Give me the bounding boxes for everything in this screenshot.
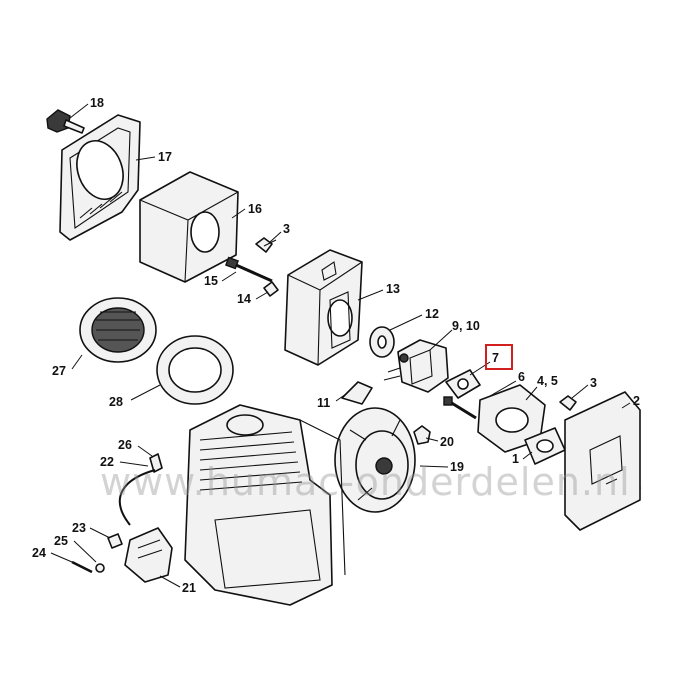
callout-22: 22 xyxy=(100,455,114,469)
callout-27: 27 xyxy=(52,364,66,378)
engine-cylinder xyxy=(184,404,346,606)
part-13-air-box xyxy=(284,249,363,366)
part-11-bracket xyxy=(341,381,373,405)
callout-16: 16 xyxy=(248,202,262,216)
part-26-spark-plug xyxy=(149,453,163,473)
part-14-screw xyxy=(263,281,279,297)
callout-11: 11 xyxy=(317,396,330,410)
part-9-10-carburetor xyxy=(383,339,449,393)
part-12-gasket-ring xyxy=(369,326,395,358)
part-27-round-filter xyxy=(79,297,157,363)
callout-18: 18 xyxy=(90,96,104,110)
part-28-filter-ring xyxy=(156,335,234,405)
callout-3-top: 3 xyxy=(283,222,290,236)
callout-12: 12 xyxy=(425,307,439,321)
part-4-5-manifold xyxy=(477,384,546,453)
part-21-ignition-module xyxy=(124,527,173,583)
callout-15: 15 xyxy=(204,274,218,288)
part-20-nut xyxy=(413,425,431,445)
callout-labels: 18 17 16 3 15 14 13 12 9, 10 7 6 4, 5 3 … xyxy=(32,96,640,595)
part-22-wire xyxy=(118,469,156,526)
part-16-filter-block xyxy=(139,171,239,283)
callout-17: 17 xyxy=(158,150,172,164)
callout-4-5: 4, 5 xyxy=(537,374,558,388)
callout-7: 7 xyxy=(492,351,499,365)
part-18-knob xyxy=(46,109,85,134)
watermark-text: www.humac-onderdelen.nl xyxy=(100,460,631,504)
part-24-screw xyxy=(71,560,93,574)
callout-28: 28 xyxy=(109,395,123,409)
part-6-screw xyxy=(443,396,477,420)
callout-13: 13 xyxy=(386,282,400,296)
callout-7-highlight-box xyxy=(485,344,513,370)
part-25-washer xyxy=(95,563,105,573)
part-2-heat-shield xyxy=(564,391,641,531)
callout-2: 2 xyxy=(633,394,640,408)
part-17-filter-cover xyxy=(59,114,141,241)
part-7-gasket xyxy=(445,369,481,399)
callout-6: 6 xyxy=(518,370,525,384)
part-15-bolt xyxy=(225,256,273,283)
callout-26: 26 xyxy=(118,438,132,452)
callout-3-right: 3 xyxy=(590,376,597,390)
callout-14: 14 xyxy=(237,292,251,306)
callout-20: 20 xyxy=(440,435,454,449)
part-3-screw-right xyxy=(559,395,577,411)
callout-9-10: 9, 10 xyxy=(452,319,480,333)
callout-1-left: 1 xyxy=(512,452,519,466)
callout-25: 25 xyxy=(54,534,68,548)
callout-19: 19 xyxy=(450,460,464,474)
part-19-flywheel xyxy=(334,407,416,513)
callout-24: 24 xyxy=(32,546,46,560)
callout-23: 23 xyxy=(72,521,86,535)
part-23-clip xyxy=(107,533,123,549)
part-3-screw-top xyxy=(255,237,277,253)
callout-21: 21 xyxy=(182,581,196,595)
